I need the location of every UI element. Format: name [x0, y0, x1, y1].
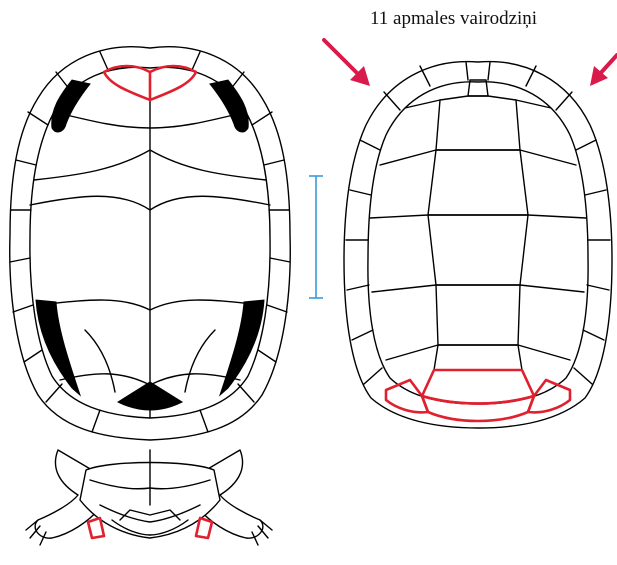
tail-highlight-right — [196, 518, 212, 538]
tail-view — [26, 450, 272, 545]
arrow-right-icon — [590, 55, 617, 86]
arrow-left-icon — [324, 40, 370, 86]
annotation-label: 11 apmales vairodziņi — [370, 8, 537, 30]
carapace-top-view — [10, 47, 291, 440]
plastron-view — [344, 62, 612, 428]
scale-bar-icon — [309, 176, 323, 298]
tail-highlight-left — [88, 518, 104, 538]
